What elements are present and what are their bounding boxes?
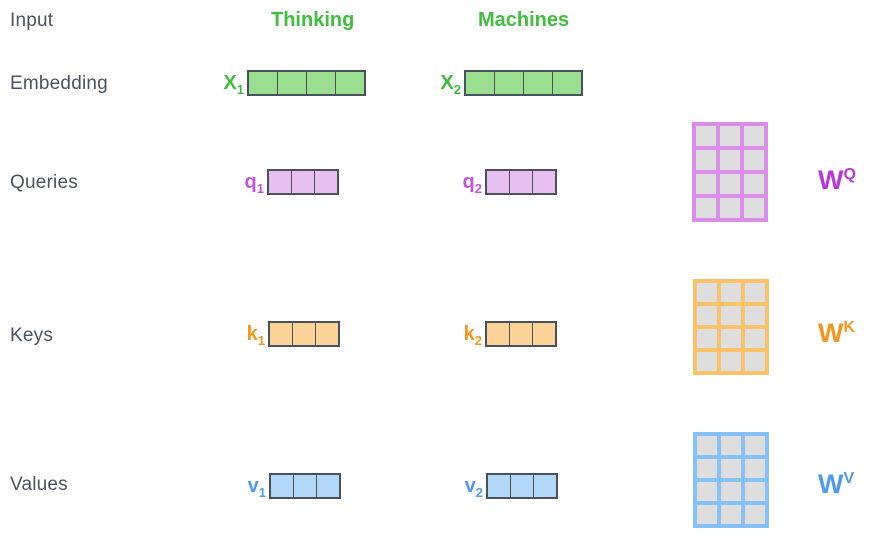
vector-cell [291,171,314,193]
matrix-cell [744,174,764,194]
vector-cell [314,171,337,193]
token-header-thinking: Thinking [271,9,355,31]
matrix-cell [720,198,740,218]
matrix-cell [721,459,741,478]
vector-cells-x1 [247,70,366,96]
matrix-label-wk: WK [818,318,856,348]
vector-label-x2: X2 [440,71,461,97]
vector-cell [277,72,306,94]
matrix-cell [721,482,741,501]
matrix-cell [697,306,717,325]
matrix-cell [744,150,764,170]
row-label-embedding: Embedding [10,73,108,94]
vector-cell [487,171,509,193]
matrix-cell [697,283,717,302]
row-label-input: Input [10,10,54,31]
matrix-cell [697,482,717,501]
matrix-cell [721,436,741,455]
matrix-cell [696,126,716,146]
embedding-vector-x2: X2 [437,70,583,96]
matrix-cell [744,126,764,146]
vector-cells-k1 [268,321,340,347]
vector-cell [293,475,316,497]
matrix-cell [721,329,741,348]
weight-matrix-wq [692,122,768,222]
query-vector-q1: q1 [241,169,339,195]
vector-cell [270,323,292,345]
vector-cells-k2 [485,321,557,347]
matrix-label-wv: WV [818,469,855,499]
weight-matrix-wk [693,279,769,375]
vector-cell [509,171,532,193]
matrix-cell [721,306,741,325]
matrix-cell [721,352,741,371]
matrix-cell [720,150,740,170]
value-vector-v1: v1 [243,473,341,499]
row-label-queries: Queries [10,172,78,193]
matrix-cell [720,174,740,194]
matrix-label-wq: WQ [818,165,856,195]
matrix-cell [697,436,717,455]
embedding-vector-x1: X1 [220,70,366,96]
vector-cell [487,323,509,345]
vector-cell [533,475,556,497]
vector-cell [532,323,555,345]
matrix-cell [745,505,765,524]
vector-cells-v2 [486,473,558,499]
matrix-cell [721,505,741,524]
matrix-cell [721,283,741,302]
matrix-cell [720,126,740,146]
vector-cell [466,72,494,94]
vector-label-q2: q2 [462,170,482,196]
vector-label-x1: X1 [223,71,244,97]
matrix-cell [745,482,765,501]
vector-cell [271,475,293,497]
vector-cell [509,323,532,345]
matrix-cell [697,505,717,524]
vector-cell [315,323,338,345]
vector-cell [552,72,581,94]
matrix-cell [696,198,716,218]
vector-cell [292,323,315,345]
matrix-cell [696,150,716,170]
vector-cell [249,72,277,94]
vector-cell [316,475,339,497]
vector-cells-q1 [267,169,339,195]
vector-label-k2: k2 [463,322,482,348]
row-label-values: Values [10,474,68,495]
query-vector-q2: q2 [459,169,557,195]
vector-cell [523,72,552,94]
matrix-cell [745,436,765,455]
vector-cells-x2 [464,70,583,96]
vector-cells-v1 [269,473,341,499]
key-vector-k1: k1 [242,321,340,347]
vector-cells-q2 [485,169,557,195]
vector-cell [306,72,335,94]
token-header-machines: Machines [478,9,570,31]
matrix-cell [745,459,765,478]
vector-cell [269,171,291,193]
vector-cell [488,475,510,497]
row-label-keys: Keys [10,325,54,346]
weight-matrix-wv [693,432,769,528]
matrix-cell [745,352,765,371]
vector-label-v2: v2 [464,474,483,500]
matrix-cell [745,329,765,348]
key-vector-k2: k2 [459,321,557,347]
vector-cell [494,72,523,94]
vector-cell [532,171,555,193]
vector-label-k1: k1 [246,322,265,348]
vector-cell [510,475,533,497]
vector-label-q1: q1 [244,170,264,196]
matrix-cell [744,198,764,218]
vector-cell [335,72,364,94]
value-vector-v2: v2 [460,473,558,499]
matrix-cell [745,306,765,325]
matrix-cell [697,329,717,348]
matrix-cell [745,283,765,302]
matrix-cell [696,174,716,194]
matrix-cell [697,459,717,478]
vector-label-v1: v1 [247,474,266,500]
matrix-cell [697,352,717,371]
